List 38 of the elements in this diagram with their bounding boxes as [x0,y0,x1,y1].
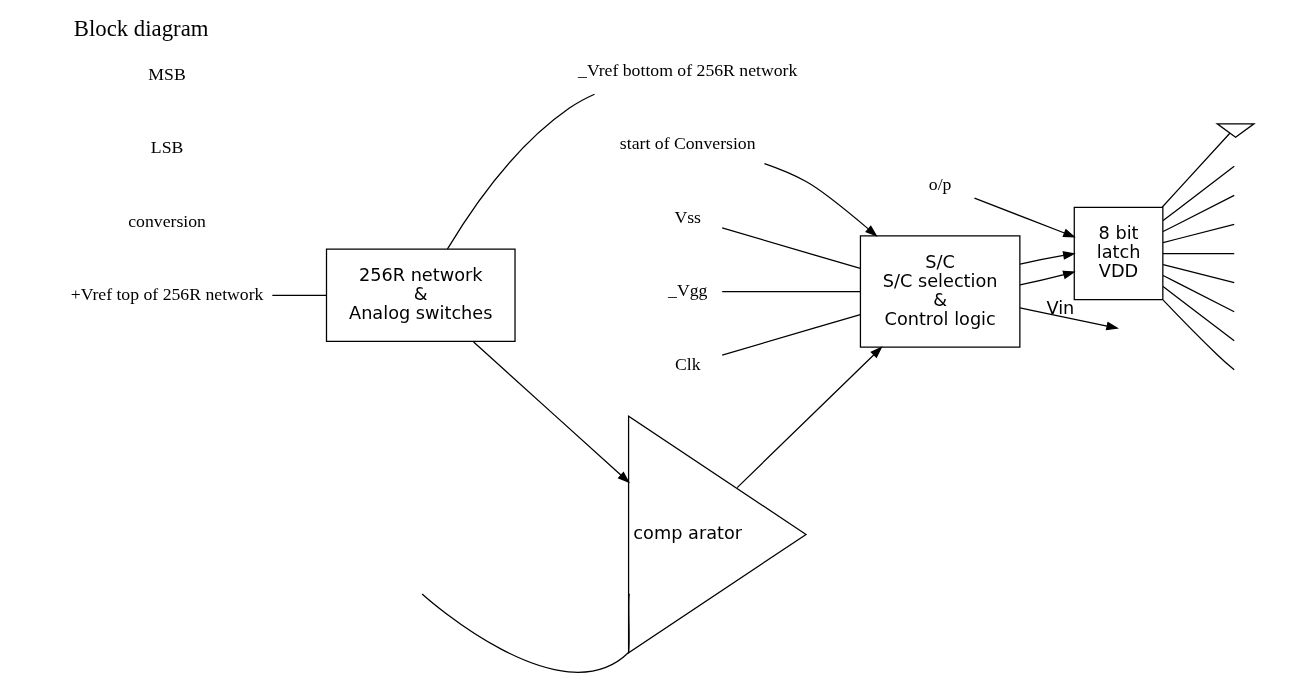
arrow [973,197,1076,238]
arrow [763,163,878,237]
connector [721,313,861,356]
node-label: Vin [1046,297,1075,318]
connector [1162,194,1235,233]
arrow [1019,270,1076,286]
label: MSB [148,63,186,84]
arrow [1019,251,1076,265]
connector [1162,299,1235,371]
node-ground [1215,123,1256,138]
arrow [473,341,630,484]
connector [721,290,861,293]
connector [271,294,328,296]
connector [1162,285,1235,342]
connector [1162,274,1235,313]
connector [1161,132,1231,208]
node-box: S/C S/C selection & Control logic [859,235,1021,348]
node-box: 256R network & Analog switches [325,248,516,343]
connector [721,227,861,270]
diagram-title: Block diagram [73,16,209,42]
label: LSB [150,137,184,158]
node-text: Clk [674,353,701,374]
node-box: 8 bit latch VDD [1073,206,1164,301]
arrow [736,346,883,489]
connector [1162,165,1235,222]
node-text: +Vref top of 256R network [70,283,264,304]
connector [1162,223,1235,244]
node-text: _Vref bottom of 256R network [578,60,798,81]
node-text: _Vgg [668,280,708,301]
connector [1162,252,1235,255]
label: conversion [128,210,206,231]
connector [446,93,596,250]
node-text: Vss [674,206,702,227]
connector [421,593,631,673]
node-text: start of Conversion [619,133,756,154]
arrow [1019,307,1120,331]
node-text: o/p [928,173,952,194]
connector [1162,263,1235,284]
